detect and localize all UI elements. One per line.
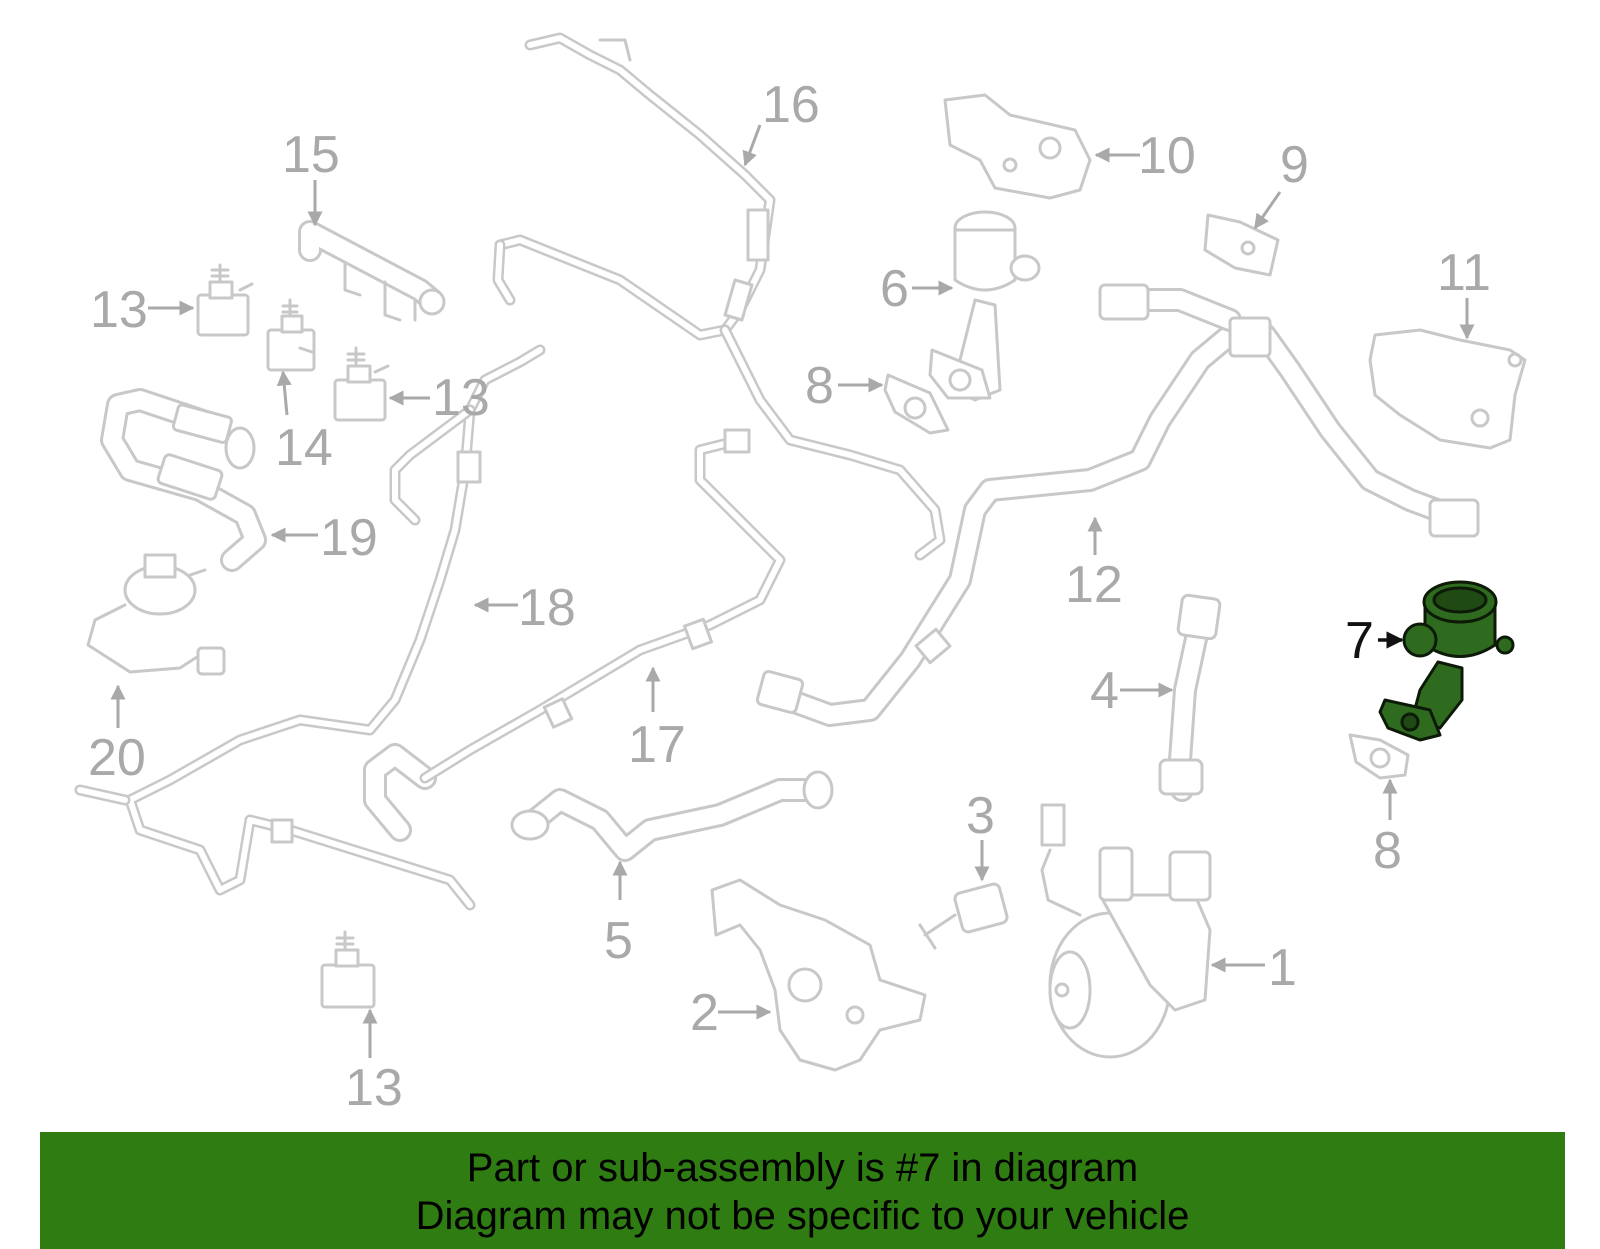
callout-1: 1 bbox=[1268, 939, 1297, 997]
part-18-line bbox=[74, 344, 546, 911]
banner-line-part: Part or sub-assembly is #7 in diagram bbox=[466, 1146, 1139, 1190]
part-6-valve bbox=[928, 210, 1041, 402]
callout-20: 20 bbox=[88, 729, 146, 787]
callout-9: 9 bbox=[1280, 136, 1309, 194]
callout-18: 18 bbox=[518, 579, 576, 637]
callout-15: 15 bbox=[282, 126, 340, 184]
part-4-hose bbox=[1158, 593, 1222, 802]
callout-arrows bbox=[110, 124, 1475, 1058]
callout-2: 2 bbox=[690, 984, 719, 1042]
callout-7: 7 bbox=[1345, 612, 1374, 670]
part-19-hose bbox=[100, 388, 267, 572]
callout-17: 17 bbox=[628, 716, 686, 774]
callout-3: 3 bbox=[966, 787, 995, 845]
part-3-sensor bbox=[918, 882, 1009, 950]
part-15-manifold bbox=[298, 220, 446, 322]
part-16-line-assembly bbox=[492, 32, 946, 561]
callout-4: 4 bbox=[1090, 662, 1119, 720]
part-20-sensor bbox=[86, 553, 226, 676]
part-9-sensor bbox=[1203, 213, 1280, 277]
part-8-gasket-lower bbox=[1348, 733, 1410, 780]
callout-16: 16 bbox=[762, 76, 820, 134]
part-7-valve-highlighted bbox=[1378, 580, 1515, 742]
callout-8-upper: 8 bbox=[805, 357, 834, 415]
part-13-valve-a bbox=[196, 263, 254, 337]
part-13-valve-c bbox=[320, 930, 376, 1009]
callout-8-lower: 8 bbox=[1373, 822, 1402, 880]
callout-5: 5 bbox=[604, 912, 633, 970]
part-12-hose bbox=[755, 283, 1480, 727]
part-1-air-pump bbox=[1040, 803, 1212, 1059]
callout-10: 10 bbox=[1138, 127, 1196, 185]
part-2-bracket bbox=[710, 878, 927, 1072]
part-10-bracket bbox=[943, 93, 1092, 200]
info-banner: Part or sub-assembly is #7 in diagram Di… bbox=[40, 1132, 1565, 1249]
part-13-valve-b bbox=[333, 346, 390, 422]
callout-14: 14 bbox=[275, 419, 333, 477]
part-17-hose bbox=[363, 428, 786, 842]
callout-13-left: 13 bbox=[90, 281, 148, 339]
part-11-heat-shield bbox=[1368, 328, 1527, 450]
part-8-gasket-upper bbox=[883, 373, 950, 435]
callout-11: 11 bbox=[1437, 244, 1491, 302]
callout-6: 6 bbox=[880, 260, 909, 318]
callout-13-mid: 13 bbox=[432, 369, 490, 427]
banner-line-disclaimer: Diagram may not be specific to your vehi… bbox=[415, 1194, 1190, 1238]
callout-12: 12 bbox=[1065, 556, 1123, 614]
callout-13-bottom: 13 bbox=[345, 1059, 403, 1117]
callout-labels: 1 2 3 4 5 6 7 8 8 9 10 11 12 13 13 13 14… bbox=[88, 76, 1491, 1117]
callout-19: 19 bbox=[320, 509, 378, 567]
part-5-hose bbox=[510, 770, 834, 862]
part-14-valve bbox=[266, 298, 316, 372]
